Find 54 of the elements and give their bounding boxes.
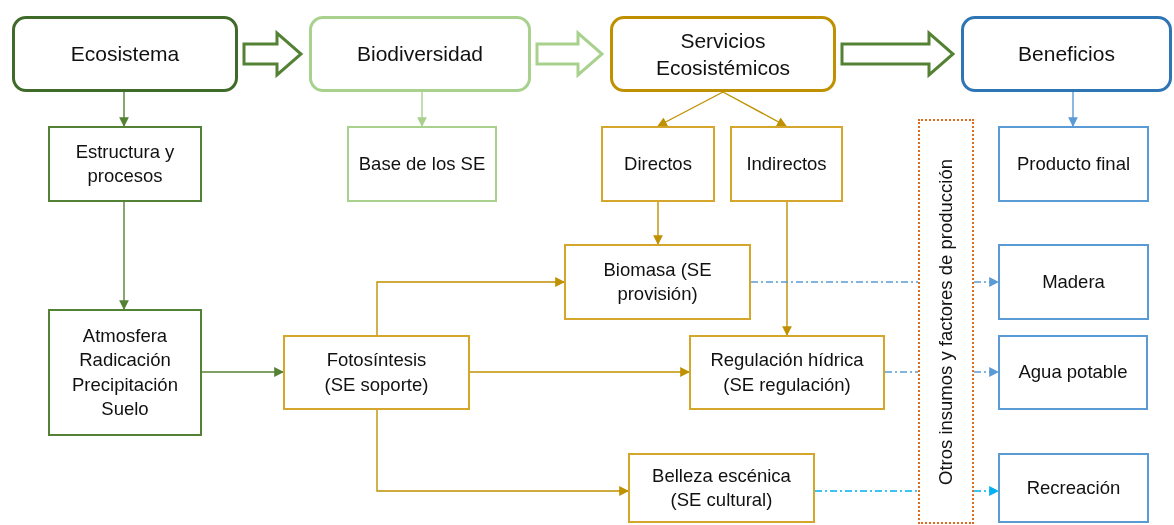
- arrow: [722, 91, 787, 127]
- process-box: [998, 126, 1149, 202]
- box-label: Biomasa (SE provisión): [602, 257, 713, 306]
- box-label: Indirectos: [746, 151, 827, 176]
- process-box: [601, 126, 715, 202]
- band-label: Otros insumos y factores de producción: [933, 158, 957, 485]
- process-box: [998, 244, 1149, 320]
- arrow: [469, 367, 690, 377]
- arrow: [119, 201, 129, 310]
- dashed-arrow: [973, 277, 999, 287]
- rounded-box: [961, 16, 1172, 92]
- arrow: [1068, 91, 1078, 127]
- arrow: [653, 201, 663, 245]
- box-label: Agua potable: [1018, 360, 1128, 385]
- process-box: [628, 453, 815, 523]
- process-box: [347, 126, 497, 202]
- arrow: [376, 277, 565, 336]
- arrow: [782, 201, 792, 336]
- process-box: [48, 126, 202, 202]
- process-box: [283, 335, 470, 410]
- box-label: Regulación hídrica (SE regulación): [709, 348, 865, 397]
- box-label: Ecosistema: [70, 41, 180, 68]
- block-arrow: [242, 29, 304, 79]
- dashed-arrow: [973, 367, 999, 377]
- box-label: Estructura y procesos: [74, 139, 176, 188]
- box-label: Madera: [1042, 269, 1105, 294]
- dashed-arrow: [973, 486, 999, 496]
- box-label: Servicios Ecosistémicos: [654, 27, 792, 81]
- box-label: Producto final: [1016, 151, 1131, 176]
- block-arrow: [840, 29, 956, 79]
- block-arrow: [535, 29, 605, 79]
- process-box: [48, 309, 202, 436]
- box-label: Belleza escénica (SE cultural): [651, 463, 792, 512]
- box-label: Biodiversidad: [356, 41, 484, 68]
- box-label: Base de los SE: [358, 151, 486, 176]
- dotted-band: [918, 119, 974, 524]
- process-box: [730, 126, 843, 202]
- arrow: [376, 409, 629, 496]
- process-box: [998, 335, 1148, 410]
- arrow: [201, 367, 284, 377]
- box-label: Atmosfera Radicación Precipitación Suelo: [71, 324, 179, 421]
- box-label: Directos: [624, 151, 692, 176]
- rounded-box: [610, 16, 836, 92]
- process-box: [689, 335, 885, 410]
- rounded-box: [12, 16, 238, 92]
- process-box: [564, 244, 751, 320]
- box-label: Fotosíntesis (SE soporte): [323, 348, 430, 397]
- arrow: [657, 91, 724, 127]
- arrow: [119, 91, 129, 127]
- arrow: [417, 91, 427, 127]
- box-label: Recreación: [1026, 475, 1121, 500]
- process-box: [998, 453, 1149, 523]
- rounded-box: [309, 16, 531, 92]
- box-label: Beneficios: [1018, 41, 1115, 68]
